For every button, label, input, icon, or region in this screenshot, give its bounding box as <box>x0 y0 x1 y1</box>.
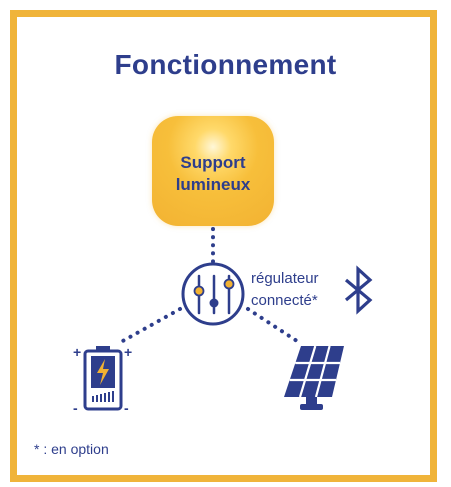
regulator-label-line2: connecté* <box>251 292 318 309</box>
connector-regulator-panel <box>246 307 302 345</box>
support-label: Support lumineux <box>152 152 274 196</box>
support-label-line2: lumineux <box>175 175 251 194</box>
connector-regulator-battery <box>119 307 182 344</box>
footnote: * : en option <box>34 441 109 457</box>
regulator-label-line1: régulateur <box>251 270 319 287</box>
battery-icon: + + - - <box>73 344 132 416</box>
battery-minus-left: - <box>73 400 78 416</box>
support-lumineux-box: Support lumineux <box>152 116 274 226</box>
solar-panel-icon <box>284 345 344 410</box>
battery-plus-left: + <box>73 344 81 360</box>
regulator-label: régulateur connecté* <box>251 268 319 312</box>
battery-minus-right: - <box>124 400 129 416</box>
frame-border <box>10 10 437 482</box>
page-title: Fonctionnement <box>114 49 337 80</box>
equalizer-icon <box>181 262 245 326</box>
battery-plus-right: + <box>124 344 132 360</box>
bluetooth-icon <box>344 265 373 315</box>
support-label-line1: Support <box>180 153 246 172</box>
